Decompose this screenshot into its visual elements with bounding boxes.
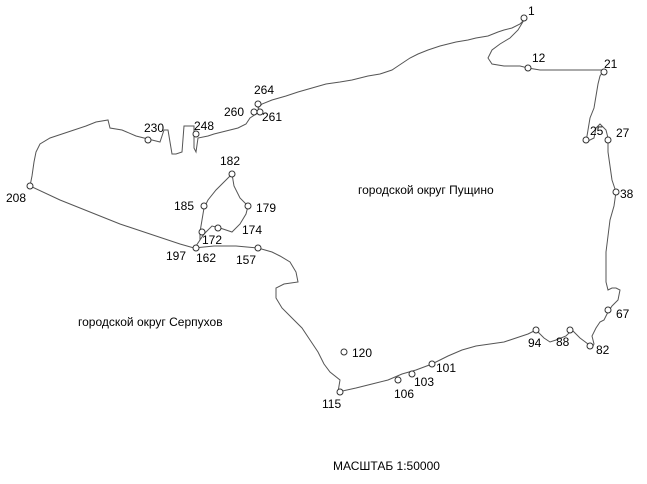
point-label: 12 [532, 51, 546, 65]
point-p1[interactable]: 1 [520, 4, 535, 22]
point-label: 101 [436, 361, 456, 375]
point-label: 115 [322, 397, 341, 411]
point-label: 208 [6, 191, 26, 205]
point-p38[interactable]: 38 [612, 187, 634, 201]
point-label: 260 [224, 105, 244, 119]
point-p115[interactable]: 115 [322, 388, 344, 411]
point-p103[interactable]: 103 [408, 370, 434, 389]
point-label: 1 [528, 4, 535, 18]
point-p230[interactable]: 230 [144, 121, 164, 144]
point-p174[interactable]: 174 [214, 223, 262, 237]
point-label: 264 [254, 83, 274, 97]
map-scale: МАСШТАБ 1:50000 [333, 459, 440, 473]
point-label: 172 [202, 233, 222, 247]
point-label: 67 [616, 307, 630, 321]
area-label-pushchino: городской округ Пущино [358, 183, 494, 197]
point-label: 230 [144, 121, 164, 135]
point-label: 162 [196, 251, 216, 265]
point-p248[interactable]: 248 [192, 119, 214, 138]
point-label: 88 [556, 335, 570, 349]
point-p182[interactable]: 182 [220, 154, 240, 178]
point-label: 182 [220, 154, 240, 168]
point-p179[interactable]: 179 [244, 201, 276, 215]
point-label: 82 [596, 343, 610, 357]
point-label: 25 [590, 124, 604, 138]
point-label: 179 [256, 201, 276, 215]
point-p21[interactable]: 21 [600, 57, 618, 76]
point-label-p197: 197 [166, 249, 186, 263]
point-label: 106 [394, 387, 414, 401]
point-label: 21 [604, 57, 618, 71]
point-label: 120 [352, 346, 372, 360]
point-p185[interactable]: 185 [174, 199, 208, 213]
point-p88[interactable]: 88 [556, 326, 574, 349]
area-label-serpukhov: городской округ Серпухов [78, 315, 223, 329]
point-p264[interactable]: 264 [254, 83, 274, 108]
point-p162[interactable]: 162 [192, 244, 216, 265]
point-p261[interactable]: 261 [256, 108, 282, 124]
point-label: 94 [528, 336, 542, 350]
point-label: 103 [414, 375, 434, 389]
point-label: 38 [620, 187, 634, 201]
point-label: 157 [236, 253, 256, 267]
point-p208[interactable]: 208 [6, 182, 34, 205]
point-p260[interactable]: 260 [224, 105, 258, 119]
point-label: 27 [616, 126, 630, 140]
point-p172[interactable]: 172 [198, 228, 222, 247]
point-p27[interactable]: 27 [604, 126, 630, 144]
point-p25[interactable]: 25 [582, 124, 604, 144]
point-p157[interactable]: 157 [236, 244, 262, 267]
point-p67[interactable]: 67 [604, 306, 630, 321]
point-p82[interactable]: 82 [586, 342, 610, 357]
point-label: 248 [194, 119, 214, 133]
point-p12[interactable]: 12 [524, 51, 546, 72]
point-label: 261 [262, 110, 282, 124]
point-label: 185 [174, 199, 194, 213]
point-p106[interactable]: 106 [394, 376, 414, 401]
point-p120[interactable]: 120 [340, 346, 372, 360]
point-p94[interactable]: 94 [528, 326, 542, 350]
point-p101[interactable]: 101 [428, 360, 456, 375]
point-label: 174 [242, 223, 262, 237]
